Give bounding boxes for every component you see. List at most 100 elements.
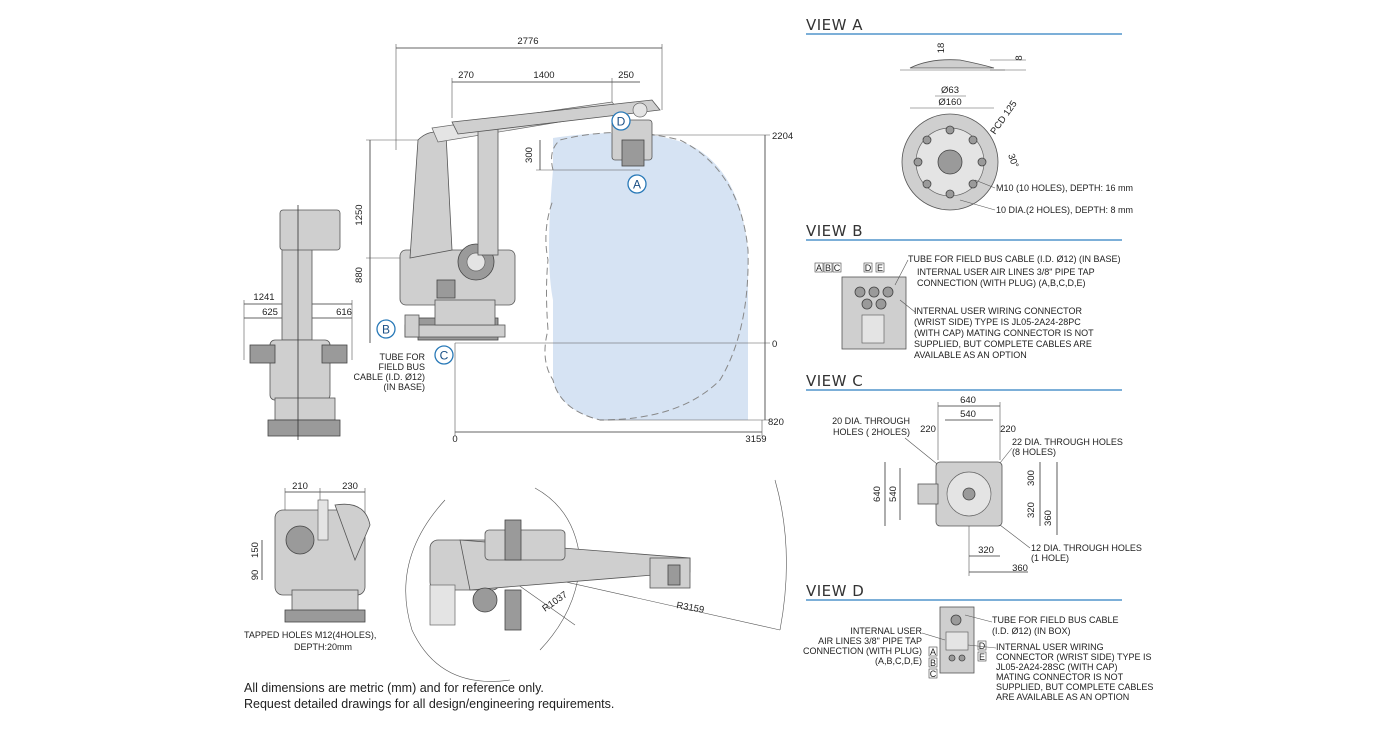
view-c-dim-220-right: 220 <box>1000 424 1016 435</box>
callout-b-circle <box>376 319 396 339</box>
view-d-wiring-4: MATING CONNECTOR IS NOT <box>996 672 1124 682</box>
dim-1250: 1250 <box>354 204 365 225</box>
callout-c: C <box>440 349 449 363</box>
dim-210: 210 <box>292 481 308 492</box>
view-b-wiring-4: SUPPLIED, BUT COMPLETE CABLES ARE <box>914 339 1092 349</box>
callout-a: A <box>633 178 641 192</box>
view-b-wiring-1: INTERNAL USER WIRING CONNECTOR <box>914 306 1083 316</box>
dim-250: 250 <box>618 70 634 81</box>
view-b-heading: VIEW B <box>806 222 863 240</box>
tapped-holes-note-2: DEPTH:20mm <box>294 642 352 652</box>
view-c-22dia-2: (8 HOLES) <box>1012 447 1056 457</box>
work-envelope <box>549 132 748 420</box>
view-a-dim-160: Ø160 <box>938 97 961 108</box>
callout-b: B <box>382 323 390 337</box>
view-c-dim-220-left: 220 <box>920 424 936 435</box>
view-d-wiring-3: JL05-2A24-28SC (WITH CAP) <box>996 662 1118 672</box>
view-c-heading: VIEW C <box>806 372 863 390</box>
view-d-air-1: INTERNAL USER <box>850 626 922 636</box>
view-b-air-2: CONNECTION (WITH PLUG) (A,B,C,D,E) <box>917 278 1086 288</box>
dim-230: 230 <box>342 481 358 492</box>
view-d-label-d: D <box>979 641 986 651</box>
view-c: VIEW C 640 540 220 220 20 DIA. THROUGH H… <box>806 372 1142 576</box>
view-d-air-3: CONNECTION (WITH PLUG) <box>803 646 922 656</box>
view-d-label-e: E <box>979 652 985 662</box>
view-b-label-d: D <box>865 263 872 273</box>
view-c-20dia-1: 20 DIA. THROUGH <box>832 416 910 426</box>
dim-625: 625 <box>262 307 278 318</box>
view-c-20dia-2: HOLES ( 2HOLES) <box>833 427 910 437</box>
callout-d: D <box>617 115 626 129</box>
view-c-dim-300: 300 <box>1026 470 1037 486</box>
view-c-dim-320-right: 320 <box>1026 502 1037 518</box>
view-b-wiring-2: (WRIST SIDE) TYPE IS JL05-2A24-28PC <box>914 317 1081 327</box>
tube-note-3: CABLE (I.D. Ø12) <box>353 372 425 382</box>
view-c-dim-540-left: 540 <box>888 486 899 502</box>
view-b-label-b: B <box>825 263 831 273</box>
view-a-dim-63: Ø63 <box>941 85 959 96</box>
view-a-pcd: PCD 125 <box>988 99 1019 137</box>
view-d-label-a: A <box>930 647 936 657</box>
view-d-tube-2: (I.D. Ø12) (IN BOX) <box>992 626 1071 636</box>
view-b-wiring-3: (WITH CAP) MATING CONNECTOR IS NOT <box>914 328 1094 338</box>
view-d-wiring-2: CONNECTOR (WRIST SIDE) TYPE IS <box>996 652 1152 662</box>
dim-270: 270 <box>458 70 474 81</box>
view-b-tube: TUBE FOR FIELD BUS CABLE (I.D. Ø12) (IN … <box>908 254 1121 264</box>
view-d-wiring-5: SUPPLIED, BUT COMPLETE CABLES <box>996 682 1153 692</box>
view-b-wiring-5: AVAILABLE AS AN OPTION <box>914 350 1027 360</box>
callout-c-circle <box>434 345 454 365</box>
view-c-dim-360-right: 360 <box>1043 510 1054 526</box>
view-a: VIEW A 18 8 Ø63 Ø160 PCD 125 30° M10 (10… <box>806 16 1133 215</box>
dim-2204: 2204 <box>772 131 793 142</box>
dim-2776: 2776 <box>517 36 538 47</box>
dim-616: 616 <box>336 307 352 318</box>
view-b-label-e: E <box>877 263 883 273</box>
tube-note-4: (IN BASE) <box>383 382 425 392</box>
tapped-holes-note-1: TAPPED HOLES M12(4HOLES), <box>244 630 376 640</box>
front-view: 1241 625 616 <box>243 205 353 440</box>
view-a-m10-note: M10 (10 HOLES), DEPTH: 16 mm <box>996 183 1133 193</box>
view-c-dim-640-left: 640 <box>872 486 883 502</box>
view-a-angle: 30° <box>1005 152 1020 169</box>
view-d-heading: VIEW D <box>806 582 864 600</box>
dim-r3159: R3159 <box>675 600 704 616</box>
dim-3159: 3159 <box>745 434 766 445</box>
view-c-22dia-1: 22 DIA. THROUGH HOLES <box>1012 437 1123 447</box>
tube-note-2: FIELD BUS <box>378 362 425 372</box>
view-d-label-b: B <box>930 658 936 668</box>
view-c-dim-360-bottom: 360 <box>1012 563 1028 574</box>
view-d-wiring-1: INTERNAL USER WIRING <box>996 642 1104 652</box>
footnote-line-1: All dimensions are metric (mm) and for r… <box>244 681 544 695</box>
view-b-label-a: A <box>816 263 822 273</box>
view-c-dim-640-top: 640 <box>960 395 976 406</box>
view-b-air-1: INTERNAL USER AIR LINES 3/8" PIPE TAP <box>917 267 1095 277</box>
view-b: VIEW B A B C D E TUBE FOR FIELD BUS CABL… <box>806 222 1122 360</box>
dim-90: 90 <box>250 570 261 581</box>
view-a-dim-8: 8 <box>1014 55 1025 60</box>
view-c-dim-320-bottom: 320 <box>978 545 994 556</box>
footnote-line-2: Request detailed drawings for all design… <box>244 697 614 711</box>
view-d-air-2: AIR LINES 3/8" PIPE TAP <box>818 636 922 646</box>
view-d-air-4: (A,B,C,D,E) <box>875 656 922 666</box>
view-d-label-c: C <box>930 669 937 679</box>
view-d: VIEW D A B C D E TUBE FOR FIELD BUS CABL… <box>803 582 1153 702</box>
view-c-dim-540-top: 540 <box>960 409 976 420</box>
view-c-12dia-1: 12 DIA. THROUGH HOLES <box>1031 543 1142 553</box>
tube-note-1: TUBE FOR <box>379 352 425 362</box>
view-d-wiring-6: ARE AVAILABLE AS AN OPTION <box>996 692 1129 702</box>
dim-0-right: 0 <box>772 339 777 350</box>
view-d-tube-1: TUBE FOR FIELD BUS CABLE <box>992 615 1119 625</box>
dim-300: 300 <box>524 147 535 163</box>
dim-820: 820 <box>768 417 784 428</box>
view-a-10dia-note: 10 DIA.(2 HOLES), DEPTH: 8 mm <box>996 205 1133 215</box>
view-a-heading: VIEW A <box>806 16 863 34</box>
view-c-12dia-2: (1 HOLE) <box>1031 553 1069 563</box>
dim-1400: 1400 <box>533 70 554 81</box>
view-b-label-c: C <box>834 263 841 273</box>
callout-d-circle <box>611 111 631 131</box>
dim-150: 150 <box>250 542 261 558</box>
top-view: R1037 R3159 <box>405 479 787 682</box>
robot-side <box>399 99 661 341</box>
dim-1241: 1241 <box>253 292 274 303</box>
